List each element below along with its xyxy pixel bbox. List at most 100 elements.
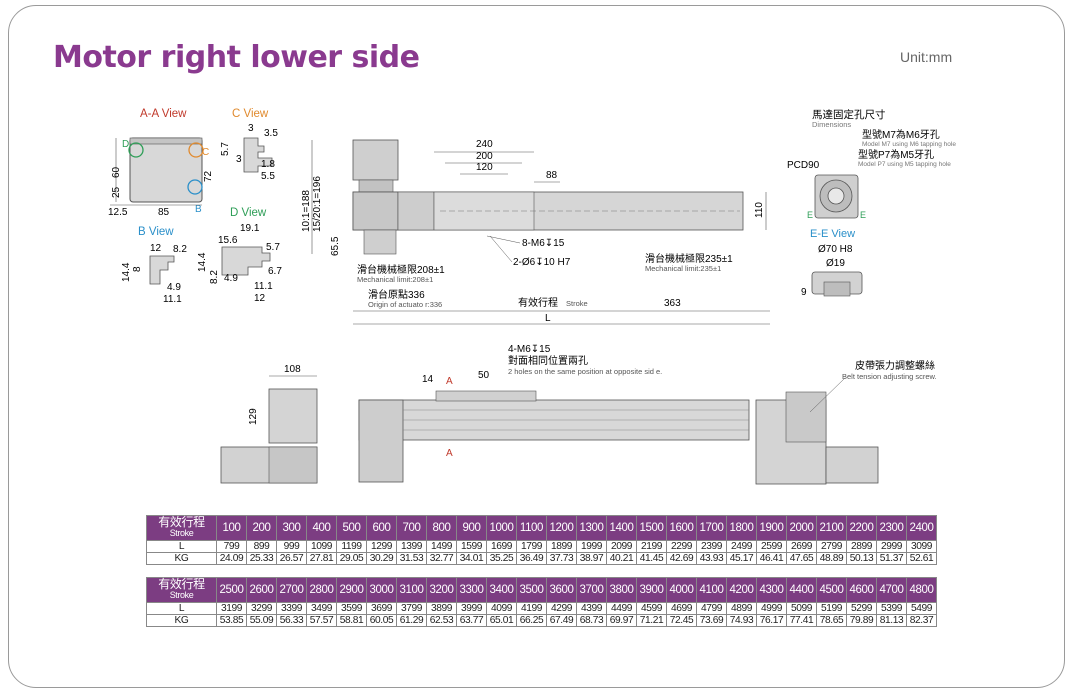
front-dim-108: 108 [284, 364, 301, 375]
table-cell: 82.37 [906, 614, 937, 627]
table-cell: 27.81 [306, 552, 337, 565]
aa-b-mark: B [195, 204, 202, 215]
table-cell: 2700 [276, 577, 307, 603]
c-dim-1-8: 1.8 [261, 159, 275, 170]
table-cell: 3099 [906, 540, 937, 553]
table-cell: 2500 [216, 577, 247, 603]
table-cell: 200 [246, 515, 277, 541]
table-cell: 2199 [636, 540, 667, 553]
table-cell: 1600 [666, 515, 697, 541]
table-cell: 2200 [846, 515, 877, 541]
table-cell: 799 [216, 540, 247, 553]
table-cell: 2799 [816, 540, 847, 553]
label-2-phi6: 2-Ø6↧10 H7 [513, 257, 571, 268]
table-cell: 3599 [336, 602, 367, 615]
table-cell: 3499 [306, 602, 337, 615]
b-view: B View 12 8.2 14.4 8 4.9 11.1 [121, 226, 187, 305]
d-dim-11-1: 11.1 [254, 281, 273, 292]
table-cell: 1200 [546, 515, 577, 541]
top-dim-88: 88 [546, 170, 558, 181]
limit-right-en: Mechanical limit:235±1 [645, 264, 721, 273]
motor-cn: 馬達固定孔尺寸 [812, 108, 886, 121]
d-dim-15-6: 15.6 [218, 235, 238, 246]
b-dim-14-4: 14.4 [121, 262, 132, 282]
table-cell: 1499 [426, 540, 457, 553]
aa-c-mark: C [202, 147, 209, 158]
table-cell: 2000 [786, 515, 817, 541]
table-cell: 78.65 [816, 614, 847, 627]
ee-phi70: Ø70 H8 [818, 244, 853, 255]
table-cell: 79.89 [846, 614, 877, 627]
row-label-l: L [146, 540, 217, 553]
table-cell: 2399 [696, 540, 727, 553]
table-cell: 26.57 [276, 552, 307, 565]
table-cell: 3700 [576, 577, 607, 603]
table-cell: 41.45 [636, 552, 667, 565]
table-cell: 4800 [906, 577, 937, 603]
table-cell: 4299 [546, 602, 577, 615]
d-dim-14-4: 14.4 [197, 252, 208, 272]
table-cell: 3000 [366, 577, 397, 603]
table-row-l: L 799 899 999 1099 1199 1299 1399 1499 1… [146, 540, 937, 553]
c-view-label: C View [232, 108, 269, 120]
table-cell: 1899 [546, 540, 577, 553]
top-dim-120: 120 [476, 162, 493, 173]
limit-left-en: Mechanical limit:208±1 [357, 275, 433, 284]
table-cell: 69.97 [606, 614, 637, 627]
table-cell: 60.05 [366, 614, 397, 627]
table-cell: 43.93 [696, 552, 727, 565]
table-cell: 4799 [696, 602, 727, 615]
table-cell: 4999 [756, 602, 787, 615]
table-cell: 1000 [486, 515, 517, 541]
table-cell: 24.09 [216, 552, 247, 565]
table-cell: 4100 [696, 577, 727, 603]
table-cell: 61.29 [396, 614, 427, 627]
table-cell: 51.37 [876, 552, 907, 565]
table-cell: 3600 [546, 577, 577, 603]
table-cell: 81.13 [876, 614, 907, 627]
table-cell: 52.61 [906, 552, 937, 565]
top-dim-196: 15/20:1=196 [312, 176, 323, 232]
table-cell: 1500 [636, 515, 667, 541]
table-cell: 37.73 [546, 552, 577, 565]
top-dim-65-5: 65.5 [330, 236, 341, 256]
b-dim-4-9: 4.9 [167, 282, 181, 293]
table-row-kg: KG 24.09 25.33 26.57 27.81 29.05 30.29 3… [146, 552, 937, 565]
d-dim-5-7: 5.7 [266, 242, 280, 253]
limit-right-cn: 滑台機械極限235±1 [645, 252, 733, 265]
holes-en: 2 holes on the same position at opposite… [508, 367, 662, 376]
pcd-label: PCD90 [787, 160, 820, 171]
table-cell: 800 [426, 515, 457, 541]
table-cell: 62.53 [426, 614, 457, 627]
motor-en: Dimensions [812, 120, 851, 129]
b-dim-8: 8 [132, 266, 143, 272]
origin-cn: 滑台原點336 [368, 288, 425, 301]
table-cell: 3699 [366, 602, 397, 615]
table-cell: 3799 [396, 602, 427, 615]
d-dim-6-7: 6.7 [268, 266, 282, 277]
table-cell: 3200 [426, 577, 457, 603]
table-cell: 999 [276, 540, 307, 553]
table-cell: 1199 [336, 540, 367, 553]
d-dim-19-1: 19.1 [240, 223, 260, 234]
table-cell: 4600 [846, 577, 877, 603]
row-label-kg: KG [146, 614, 217, 627]
belt-en: Belt tension adjusting screw. [842, 372, 937, 381]
ee-phi19: Ø19 [826, 258, 845, 269]
table-cell: 2699 [786, 540, 817, 553]
table-cell: 4300 [756, 577, 787, 603]
table-cell: 100 [216, 515, 247, 541]
table-cell: 1700 [696, 515, 727, 541]
m7-cn: 型號M7為M6牙孔 [862, 128, 940, 141]
table-cell: 4700 [876, 577, 907, 603]
c-dim-5-7: 5.7 [220, 142, 231, 156]
row-label-l: L [146, 602, 217, 615]
table-cell: 4000 [666, 577, 697, 603]
table-cell: 56.33 [276, 614, 307, 627]
front-dim-50: 50 [478, 370, 490, 381]
table-cell: 900 [456, 515, 487, 541]
table-cell: 1800 [726, 515, 757, 541]
table-cell: 4699 [666, 602, 697, 615]
